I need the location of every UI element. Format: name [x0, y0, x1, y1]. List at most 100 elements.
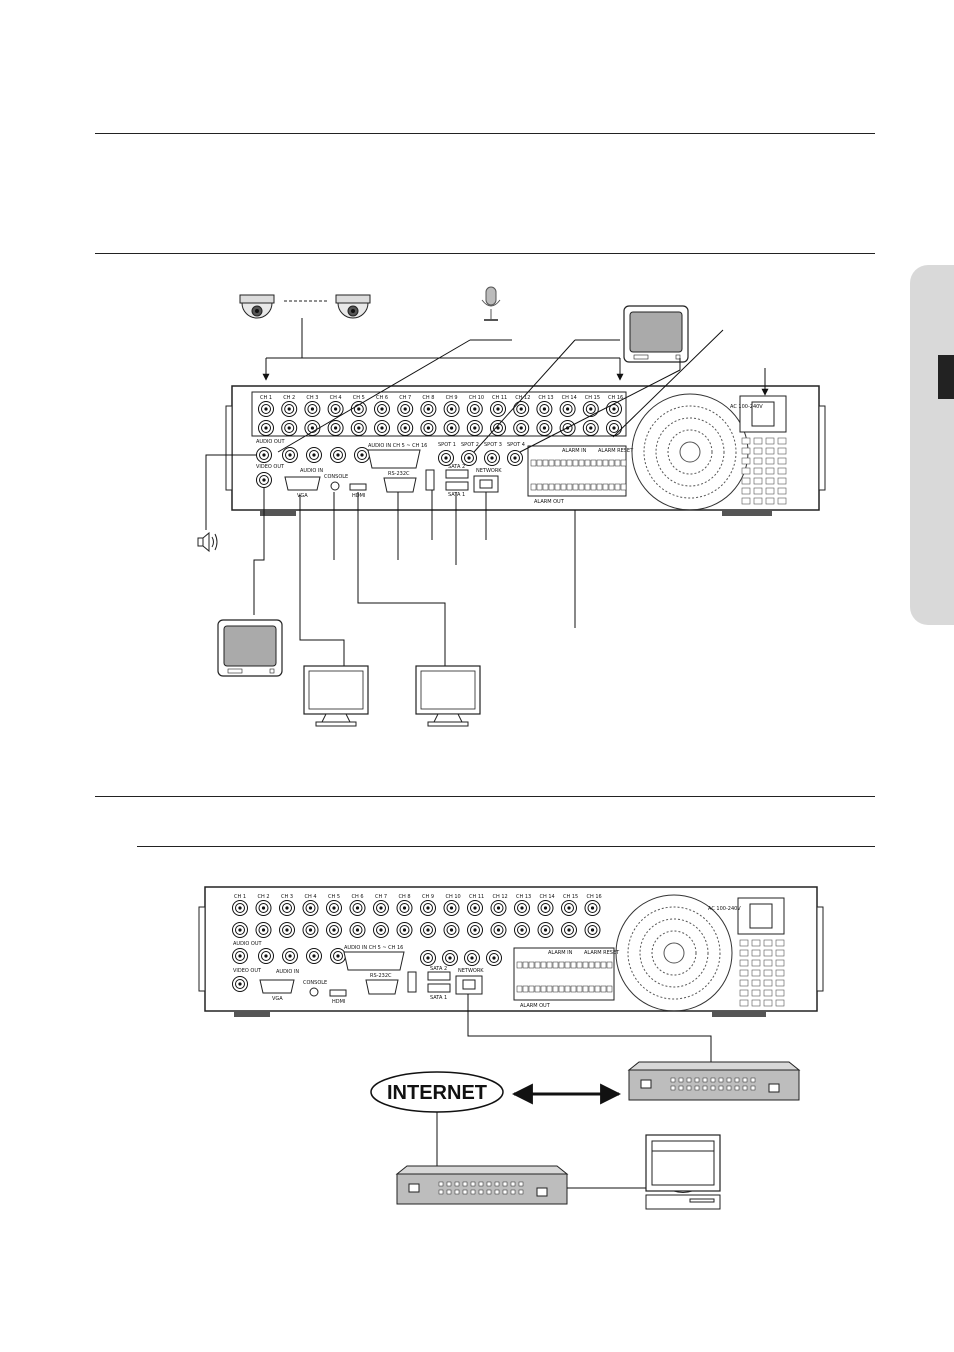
- d2-alarm-pin[interactable]: [540, 961, 547, 969]
- video-out-port-2[interactable]: [232, 976, 248, 992]
- d1-alarm-pin[interactable]: [584, 459, 591, 467]
- spot-out-port-2[interactable]: [461, 450, 477, 466]
- video-loop-port-10[interactable]: [466, 420, 483, 436]
- d2-alarm-pin[interactable]: [606, 961, 613, 969]
- d1-alarm-pin[interactable]: [590, 459, 597, 467]
- video-in-port-7[interactable]: [397, 401, 414, 417]
- video-loop-port-8[interactable]: [420, 420, 437, 436]
- d2-alarm-pin[interactable]: [570, 985, 577, 993]
- video-loop-port-6[interactable]: [374, 420, 390, 436]
- d1-alarm-pin[interactable]: [572, 459, 579, 467]
- video-loop-port-2[interactable]: [281, 420, 298, 436]
- spot-out-port-3[interactable]: [484, 450, 500, 466]
- d2-alarm-pin[interactable]: [516, 961, 523, 969]
- video-loop-port-7[interactable]: [397, 420, 414, 436]
- d2-alarm-pin[interactable]: [564, 961, 571, 969]
- vga-port[interactable]: [284, 476, 321, 491]
- video-loop-port-10[interactable]: [443, 922, 460, 938]
- d1-alarm-pin[interactable]: [596, 459, 603, 467]
- usb-port[interactable]: [425, 469, 435, 491]
- video-in-port-11[interactable]: [467, 900, 483, 916]
- video-in-port-9[interactable]: [420, 900, 436, 916]
- audio-in-port-ch1[interactable]: [282, 447, 298, 463]
- d2-alarm-pin[interactable]: [558, 985, 565, 993]
- video-loop-port-3[interactable]: [304, 420, 321, 436]
- video-in-port-9[interactable]: [443, 401, 460, 417]
- d1-alarm-pin[interactable]: [536, 483, 543, 491]
- d1-alarm-pin[interactable]: [548, 483, 555, 491]
- d1-alarm-pin[interactable]: [560, 483, 567, 491]
- video-loop-port-16[interactable]: [584, 922, 601, 938]
- video-loop-port-1[interactable]: [258, 420, 274, 436]
- d1-alarm-pin[interactable]: [536, 459, 543, 467]
- video-out-port[interactable]: [256, 472, 272, 488]
- video-in-port-3[interactable]: [279, 900, 295, 916]
- d2-alarm-pin[interactable]: [534, 961, 541, 969]
- audio-out-port-2[interactable]: [232, 948, 248, 964]
- video-loop-port-7[interactable]: [373, 922, 389, 938]
- d2-alarm-pin[interactable]: [576, 961, 583, 969]
- video-loop-port-5[interactable]: [350, 420, 367, 436]
- d2-alarm-pin[interactable]: [558, 961, 565, 969]
- d2-alarm-pin[interactable]: [522, 985, 529, 993]
- d1-alarm-pin[interactable]: [530, 459, 537, 467]
- rs232c-port[interactable]: [383, 477, 417, 493]
- d1-alarm-pin[interactable]: [608, 459, 615, 467]
- sata2-port[interactable]: [445, 469, 469, 479]
- video-loop-port-12[interactable]: [490, 922, 507, 938]
- audio-in-port-2-ch1[interactable]: [258, 948, 274, 964]
- video-loop-port-15[interactable]: [561, 922, 577, 938]
- video-loop-port-11[interactable]: [467, 922, 483, 938]
- video-loop-port-11[interactable]: [490, 420, 506, 436]
- video-loop-port-9[interactable]: [443, 420, 460, 436]
- d2-alarm-pin[interactable]: [594, 985, 601, 993]
- d1-alarm-pin[interactable]: [554, 483, 561, 491]
- rs232c-port-2[interactable]: [365, 979, 399, 995]
- video-in-port-7[interactable]: [373, 900, 389, 916]
- spot-out-port-4[interactable]: [507, 450, 523, 466]
- d1-alarm-pin[interactable]: [620, 483, 627, 491]
- d2-alarm-pin[interactable]: [552, 985, 559, 993]
- console-port-2[interactable]: [309, 987, 319, 997]
- video-in-port-11[interactable]: [490, 401, 506, 417]
- video-in-port-8[interactable]: [396, 900, 413, 916]
- d2-alarm-pin[interactable]: [516, 985, 523, 993]
- video-in-port-13[interactable]: [536, 401, 553, 417]
- video-in-port-8[interactable]: [420, 401, 437, 417]
- d1-alarm-pin[interactable]: [578, 459, 585, 467]
- spot-out-port-2-2[interactable]: [442, 950, 458, 966]
- d1-alarm-pin[interactable]: [542, 459, 549, 467]
- spot-out-port-2-3[interactable]: [464, 950, 480, 966]
- d1-alarm-pin[interactable]: [566, 459, 573, 467]
- video-in-port-16[interactable]: [584, 900, 601, 916]
- video-in-port-2[interactable]: [255, 900, 272, 916]
- video-loop-port-2[interactable]: [255, 922, 272, 938]
- video-in-port-10[interactable]: [443, 900, 460, 916]
- d1-alarm-pin[interactable]: [620, 459, 627, 467]
- video-in-port-15[interactable]: [561, 900, 577, 916]
- d1-alarm-pin[interactable]: [554, 459, 561, 467]
- d1-alarm-pin[interactable]: [608, 483, 615, 491]
- video-in-port-4[interactable]: [327, 401, 344, 417]
- video-loop-port-3[interactable]: [279, 922, 295, 938]
- audio-in-port-ch2[interactable]: [306, 447, 322, 463]
- video-in-port-1[interactable]: [232, 900, 248, 916]
- video-in-port-12[interactable]: [513, 401, 530, 417]
- video-loop-port-1[interactable]: [232, 922, 248, 938]
- video-in-port-5[interactable]: [350, 401, 367, 417]
- video-loop-port-14[interactable]: [537, 922, 554, 938]
- audio-out-port[interactable]: [256, 447, 272, 463]
- video-loop-port-13[interactable]: [514, 922, 530, 938]
- d2-alarm-pin[interactable]: [582, 961, 589, 969]
- d1-alarm-pin[interactable]: [596, 483, 603, 491]
- d2-alarm-pin[interactable]: [606, 985, 613, 993]
- video-loop-port-16[interactable]: [606, 420, 622, 436]
- audio-in-port-2-ch3[interactable]: [306, 948, 322, 964]
- d1-alarm-pin[interactable]: [530, 483, 537, 491]
- d1-alarm-pin[interactable]: [542, 483, 549, 491]
- d2-alarm-pin[interactable]: [546, 985, 553, 993]
- video-loop-port-6[interactable]: [349, 922, 366, 938]
- d1-alarm-pin[interactable]: [572, 483, 579, 491]
- d2-alarm-pin[interactable]: [588, 961, 595, 969]
- usb-port-2[interactable]: [407, 971, 417, 993]
